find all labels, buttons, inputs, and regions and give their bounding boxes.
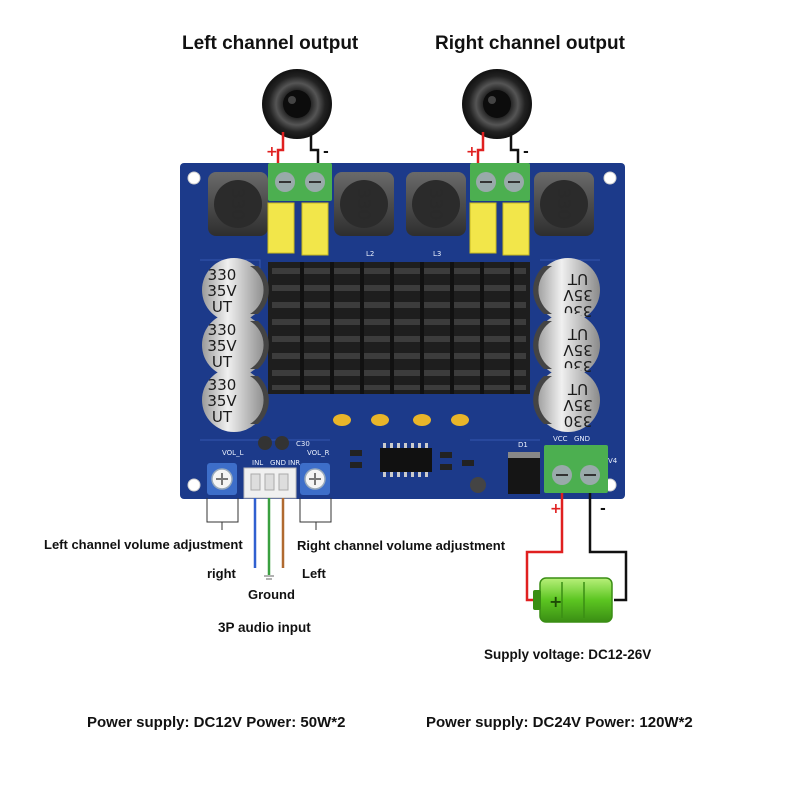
right-channel-output-title: Right channel output (435, 33, 625, 54)
silk-c30: C30 (296, 440, 310, 448)
silk-v4: V4 (608, 457, 618, 465)
left-output-terminal (268, 163, 332, 201)
svg-text:330: 330 (425, 188, 445, 220)
svg-text:+: + (549, 592, 562, 611)
silk-l3: L3 (433, 250, 441, 258)
pot-brackets (206, 498, 332, 530)
supply-wires (525, 493, 628, 602)
wire-left-label: Left (302, 566, 326, 581)
right-minus-sign: - (523, 144, 529, 160)
speaker-right-icon (462, 69, 532, 139)
silk-vcc: VCC (553, 435, 568, 443)
spec-24v-label: Power supply: DC24V Power: 120W*2 (426, 714, 693, 731)
svg-text:UT: UT (212, 298, 233, 316)
input-capacitors (258, 436, 289, 450)
silk-gnd-power: GND (574, 435, 590, 443)
audio-input-connector (243, 467, 297, 499)
small-capacitor (470, 477, 486, 493)
capacitor-left-1: 330 35V UT (202, 258, 269, 322)
right-plus-sign: + (466, 144, 478, 160)
silk-vol-l: VOL_L (222, 449, 244, 457)
silk-gnd: GND (270, 459, 286, 467)
speaker-wires (276, 132, 520, 165)
capacitor-left-3: 330 35V UT (202, 368, 269, 432)
mounting-holes (187, 171, 617, 492)
ground-label: Ground (248, 587, 295, 602)
smd-resistors (350, 450, 474, 470)
capacitor-left-2: 330 35V UT (202, 313, 269, 377)
right-volume-label: Right channel volume adjustment (297, 538, 506, 553)
left-channel-output-title: Left channel output (182, 33, 359, 54)
right-output-terminal (470, 163, 530, 201)
diode (508, 452, 540, 494)
svg-text:35V: 35V (563, 341, 593, 359)
svg-text:330: 330 (208, 321, 237, 339)
inductor-3: 330 (406, 172, 466, 236)
inductor-1: 330 (208, 172, 268, 236)
svg-text:330: 330 (553, 188, 573, 220)
svg-text:UT: UT (212, 353, 233, 371)
supply-minus-sign: - (600, 501, 606, 517)
supply-voltage-label: Supply voltage: DC12-26V (484, 647, 652, 662)
audio-input-label: 3P audio input (218, 620, 311, 635)
svg-text:330: 330 (227, 188, 247, 220)
silk-vol-r: VOL_R (307, 449, 330, 457)
svg-text:35V: 35V (563, 286, 593, 304)
svg-text:330: 330 (208, 266, 237, 284)
silk-inr: INR (288, 459, 300, 467)
spec-12v-label: Power supply: DC12V Power: 50W*2 (87, 714, 346, 731)
supply-plus-sign: + (550, 501, 562, 517)
svg-text:330: 330 (208, 376, 237, 394)
svg-text:35V: 35V (207, 392, 237, 410)
svg-text:UT: UT (567, 325, 588, 343)
inductor-2: 330 (334, 172, 394, 236)
wire-right-label: right (207, 566, 236, 581)
audio-input-wires (253, 498, 285, 575)
left-volume-label: Left channel volume adjustment (44, 537, 243, 552)
svg-text:35V: 35V (563, 396, 593, 414)
svg-text:330: 330 (353, 188, 373, 220)
ic-chip (380, 443, 432, 477)
silk-l2: L2 (366, 250, 374, 258)
ground-symbol (264, 575, 274, 580)
silk-inl: INL (252, 459, 263, 467)
svg-text:35V: 35V (207, 337, 237, 355)
left-minus-sign: - (323, 144, 329, 160)
capacitor-right-3: 330 35V UT (533, 368, 600, 432)
svg-text:35V: 35V (207, 282, 237, 300)
power-terminal (544, 445, 608, 493)
capacitor-right-1: 330 35V UT (533, 258, 600, 322)
volume-pot-right (300, 463, 330, 495)
svg-text:UT: UT (567, 380, 588, 398)
battery-icon: + (533, 577, 613, 623)
volume-pot-left (207, 463, 237, 495)
svg-text:UT: UT (567, 270, 588, 288)
capacitor-right-2: 330 35V UT (533, 313, 600, 377)
svg-text:330: 330 (564, 412, 593, 430)
film-capacitors (267, 202, 530, 256)
speaker-left-icon (262, 69, 332, 139)
silk-d1: D1 (518, 441, 528, 449)
inductor-4: 330 (534, 172, 594, 236)
heatsink (268, 262, 530, 394)
left-plus-sign: + (266, 144, 278, 160)
svg-text:UT: UT (212, 408, 233, 426)
small-yellow-caps (333, 414, 469, 426)
